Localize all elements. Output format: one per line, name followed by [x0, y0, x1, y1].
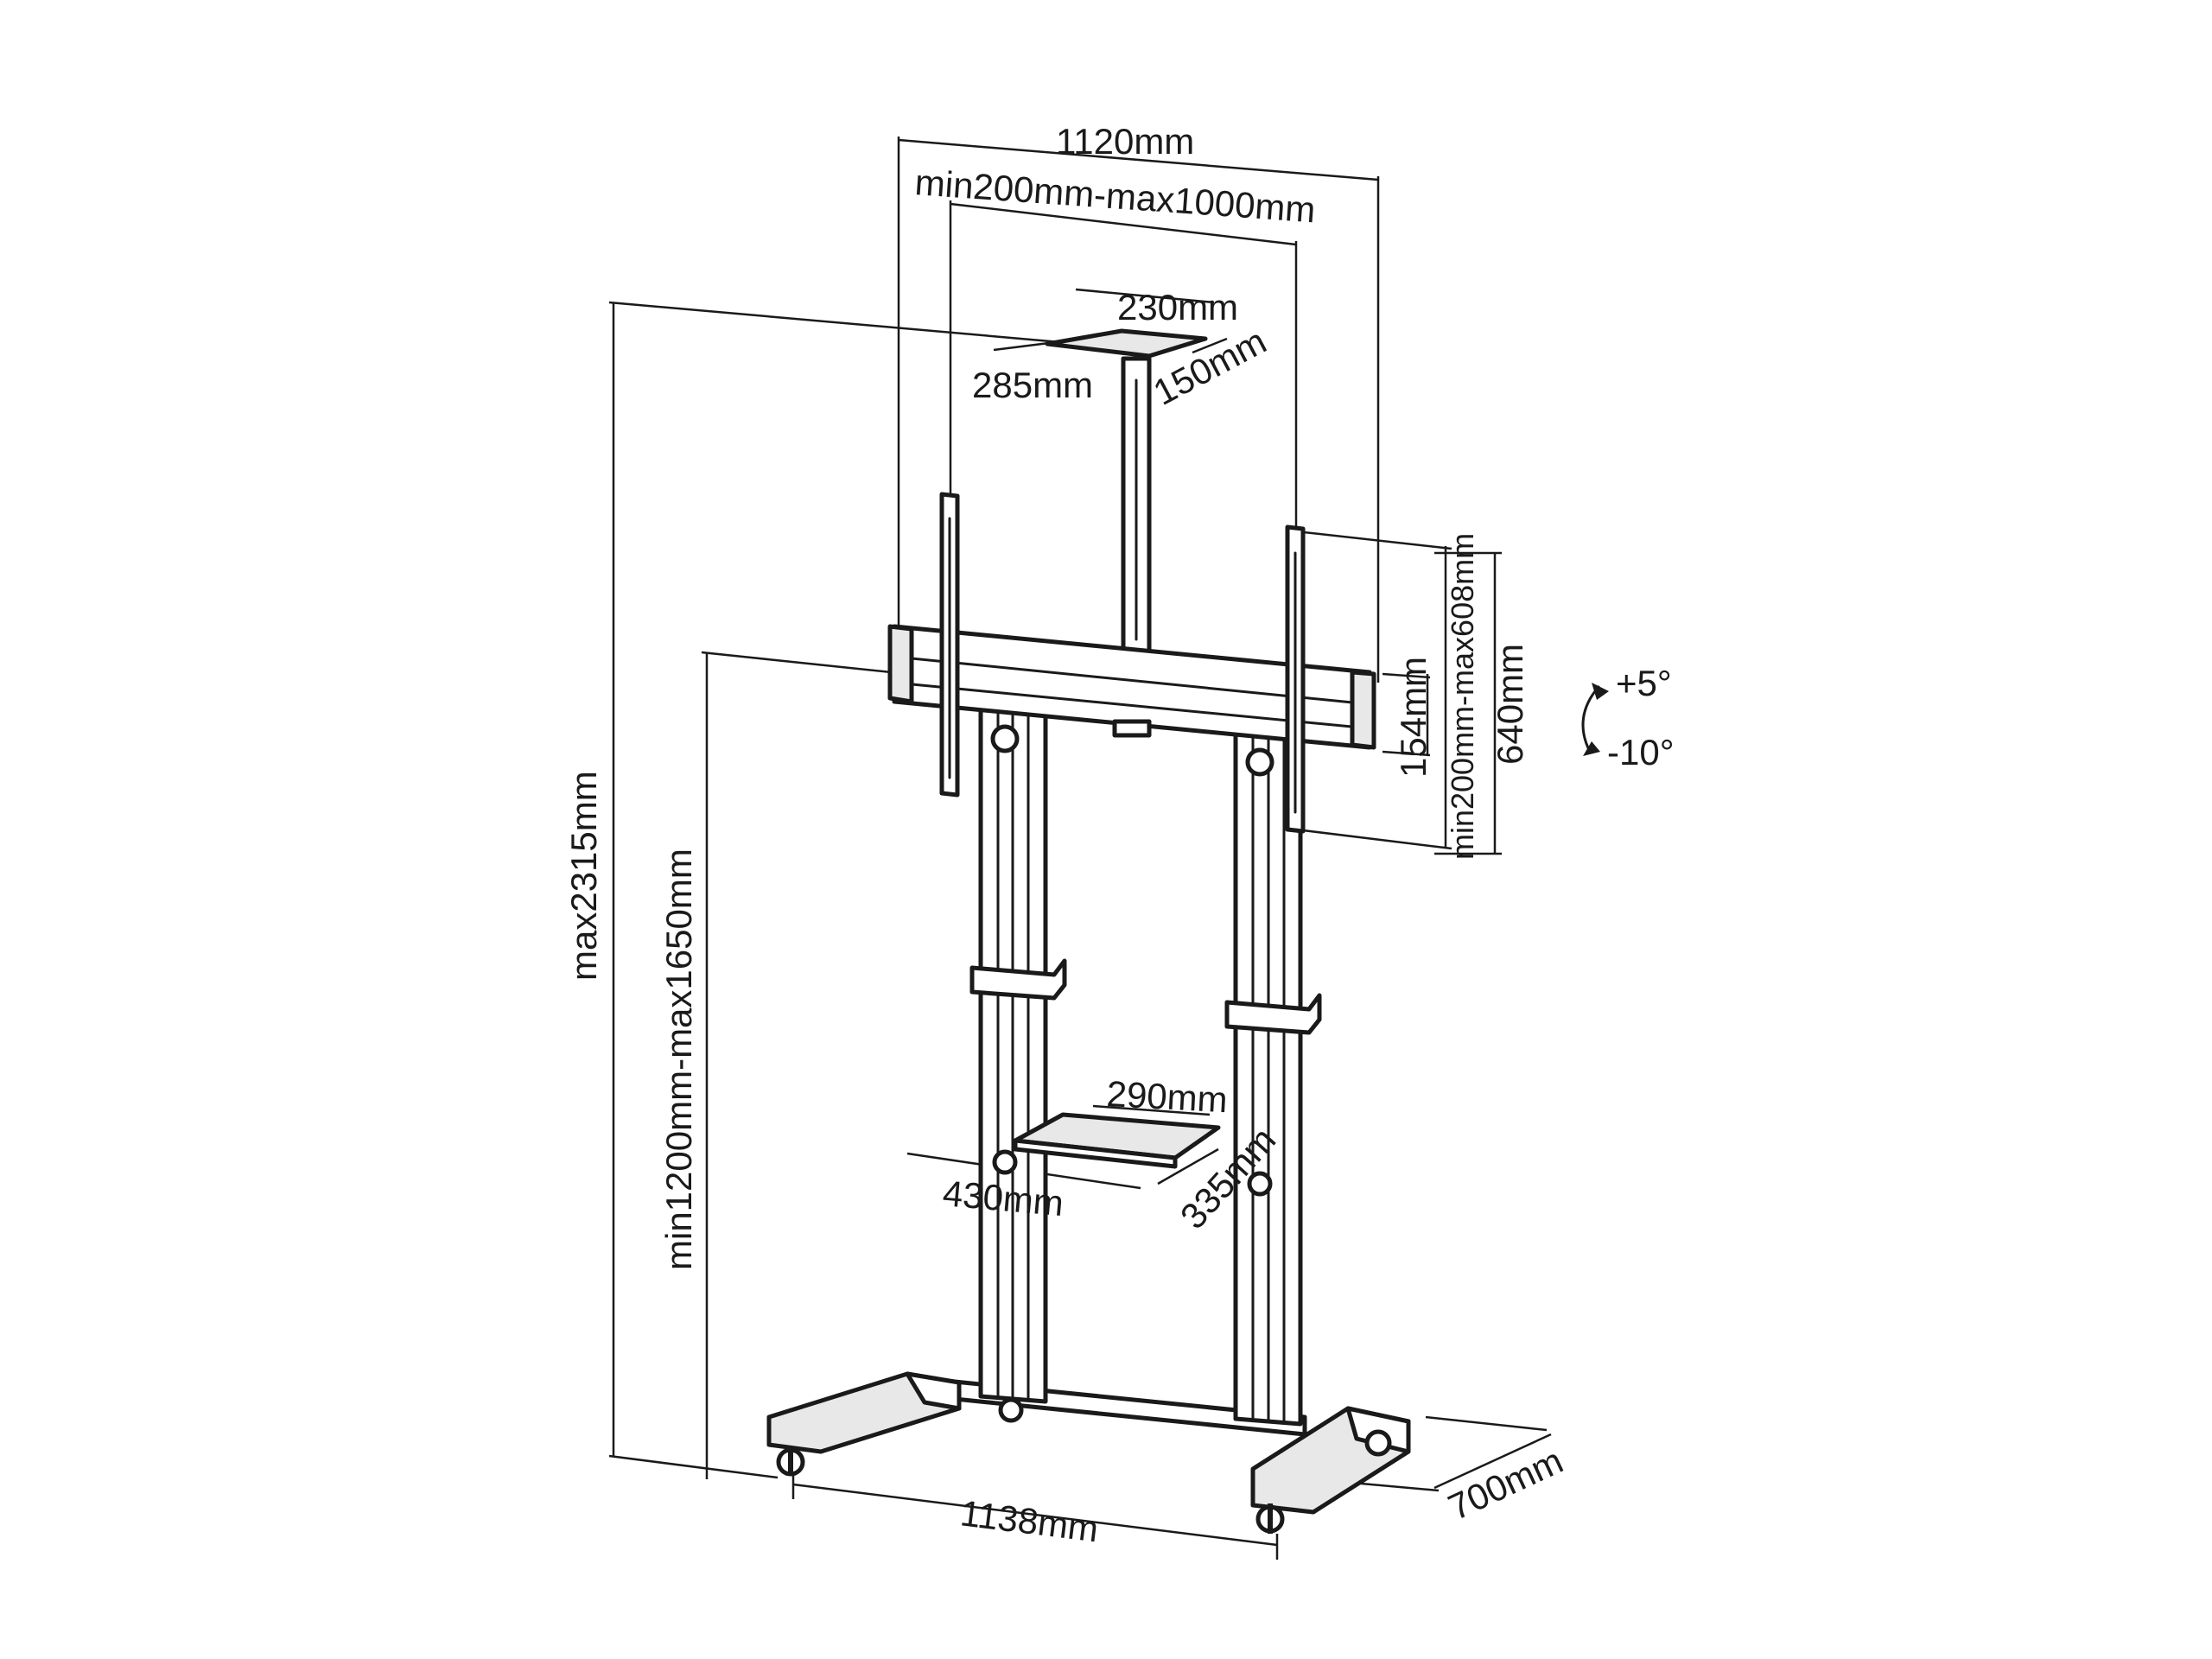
height-range-label: min1200mm-max1650mm — [658, 849, 699, 1270]
bracket-height-label: 154mm — [1393, 657, 1433, 778]
arm-height-label: 640mm — [1490, 644, 1530, 765]
overall-width-label: 1120mm — [1056, 121, 1194, 162]
middle-shelf — [1013, 1112, 1221, 1169]
dimension-lines — [608, 137, 1552, 1560]
vesa-range-label: min200mm-max1000mm — [913, 162, 1317, 230]
tilt-up-label: +5° — [1616, 663, 1672, 703]
max-height-label: max2315mm — [563, 771, 604, 981]
upright-columns — [969, 706, 1322, 1427]
base-width-label: 1138mm — [958, 1492, 1101, 1549]
top-shelf-depth-label: 285mm — [972, 365, 1093, 405]
tilt-down-label: -10° — [1607, 732, 1675, 772]
base-depth-label: 700mm — [1442, 1440, 1569, 1528]
middle-shelf-width-label: 290mm — [1106, 1073, 1229, 1120]
top-shelf-width-label: 230mm — [1117, 287, 1238, 327]
mounting-bracket — [887, 492, 1376, 834]
tilt-arrows-icon — [1581, 683, 1609, 756]
vertical-mount-range-label: min200mm-max608mm — [1445, 533, 1480, 860]
